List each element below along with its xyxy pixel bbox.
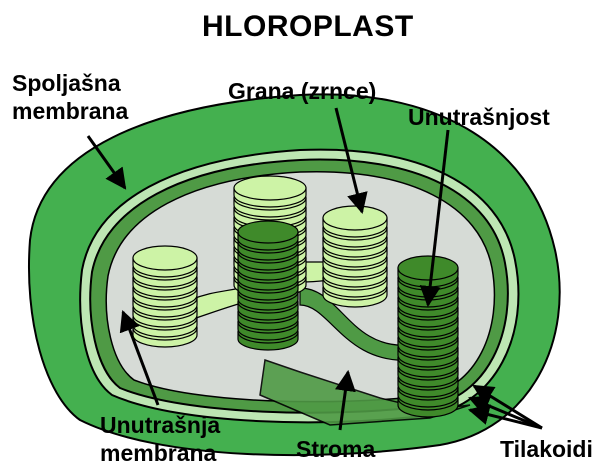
thylakoid-disc-top <box>133 246 197 270</box>
label-interior: Unutrašnjost <box>408 104 550 130</box>
thylakoid-cut-disc-top <box>238 221 298 243</box>
granum-cut-right <box>398 256 458 417</box>
label-outer-membrane-line1: Spoljašna <box>12 70 121 96</box>
thylakoid-cut-disc-top <box>398 256 458 280</box>
granum-left <box>133 246 197 347</box>
label-granum: Grana (zrnce) <box>228 78 376 104</box>
label-outer-membrane-line2: membrana <box>12 98 128 124</box>
label-inner-membrane-line2: membrana <box>100 440 216 466</box>
label-stroma: Stroma <box>296 436 375 462</box>
granum-cut-center <box>238 221 298 350</box>
diagram-title: HLOROPLAST <box>202 10 414 44</box>
thylakoid-disc-top <box>234 176 306 200</box>
label-thylakoids: Tilakoidi <box>500 436 593 462</box>
label-inner-membrane-line1: Unutrašnja <box>100 412 220 438</box>
granum-right <box>323 206 387 307</box>
thylakoid-disc-top <box>323 206 387 230</box>
